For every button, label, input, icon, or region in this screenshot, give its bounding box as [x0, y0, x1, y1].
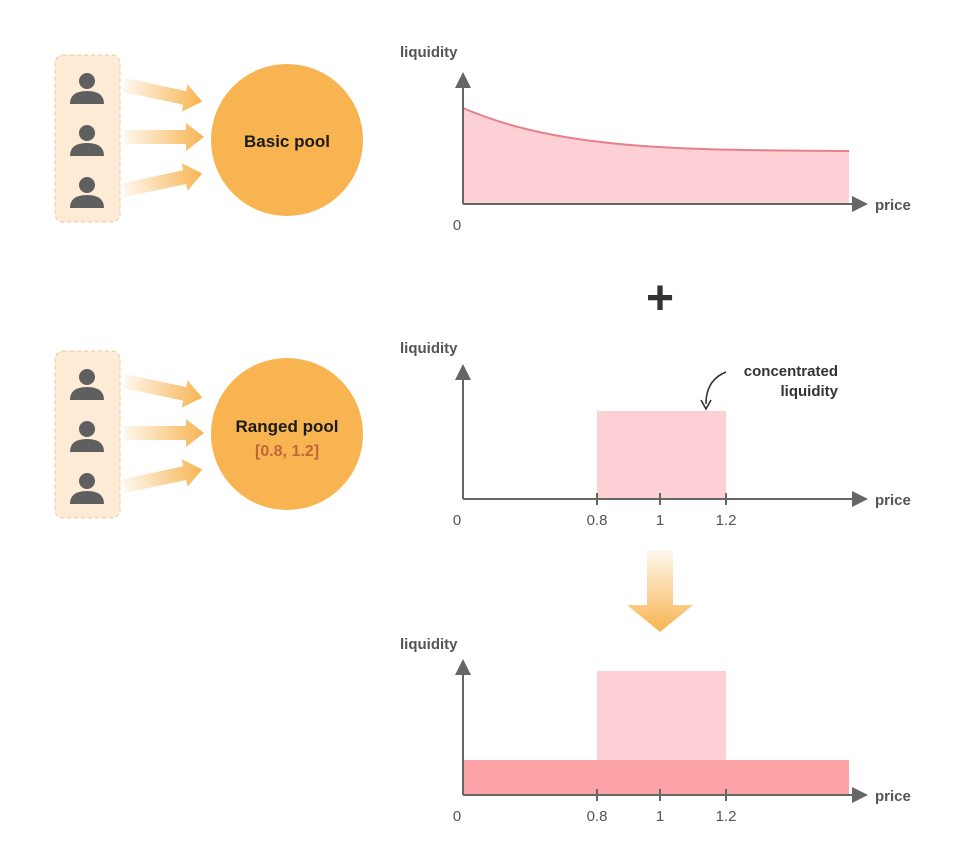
annotation-line1: concentrated: [744, 363, 838, 380]
basic-pool-label: Basic pool: [244, 132, 330, 151]
tick-label: 1.2: [716, 512, 737, 529]
flow-arrow-icon: [121, 71, 206, 116]
flow-arrow-icon: [124, 419, 204, 447]
origin-label: 0: [453, 217, 461, 234]
tick-label: 0.8: [587, 808, 608, 825]
ranged-liquidity-chart: liquidity price 0 0.8 1 1.2 concentrated…: [400, 340, 911, 529]
concentrated-liquidity-bar: [597, 671, 726, 761]
combined-liquidity-chart: liquidity price 0 0.8 1 1.2: [400, 636, 911, 825]
annotation-line2: liquidity: [781, 383, 839, 400]
down-arrow-icon: [627, 550, 693, 632]
ranged-pool-label: Ranged pool: [236, 417, 339, 436]
flow-arrow-icon: [121, 159, 206, 204]
y-axis-label: liquidity: [400, 340, 458, 357]
ranged-pool-range: [0.8, 1.2]: [255, 443, 319, 460]
x-axis-label: price: [875, 492, 911, 509]
plus-icon: +: [646, 272, 674, 325]
x-axis-label: price: [875, 197, 911, 214]
flow-arrow-icon: [124, 123, 204, 151]
basic-pool-circle: [211, 64, 363, 216]
annotation-arrow-icon: [705, 371, 727, 405]
tick-label: 1: [656, 512, 664, 529]
concentrated-liquidity-bar: [597, 411, 726, 499]
ranged-pool-circle: [211, 358, 363, 510]
flow-arrow-icon: [121, 367, 206, 412]
annotation-arrowhead-icon: [700, 399, 712, 411]
liquidity-area: [463, 108, 849, 204]
origin-label: 0: [453, 808, 461, 825]
tick-label: 1.2: [716, 808, 737, 825]
basic-liquidity-bar: [463, 760, 849, 795]
basic-pool-group: Basic pool: [54, 54, 363, 223]
ranged-pool-group: Ranged pool [0.8, 1.2]: [54, 350, 363, 519]
liquidity-curve: [462, 107, 850, 152]
tick-label: 0.8: [587, 512, 608, 529]
tick-label: 1: [656, 808, 664, 825]
y-axis-label: liquidity: [400, 44, 458, 61]
basic-liquidity-chart: liquidity price 0: [400, 44, 911, 234]
flow-arrow-icon: [121, 455, 206, 500]
origin-label: 0: [453, 512, 461, 529]
x-axis-label: price: [875, 788, 911, 805]
y-axis-label: liquidity: [400, 636, 458, 653]
